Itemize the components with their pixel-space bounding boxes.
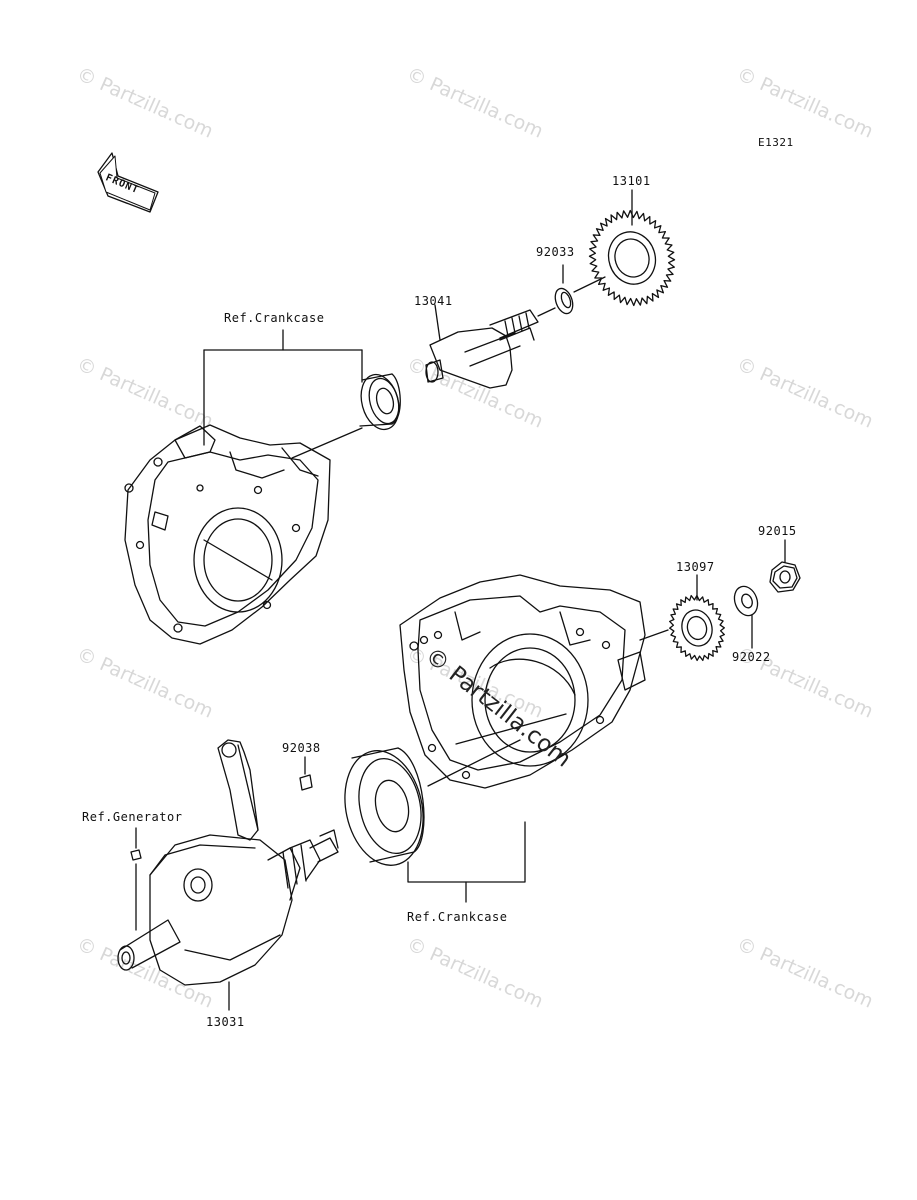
gear-hub: [686, 615, 708, 641]
crankcase-left-half: [124, 424, 331, 645]
nut-92015: [769, 539, 801, 593]
washer-92022: [733, 585, 759, 649]
part-label-13101[interactable]: 13101: [612, 174, 651, 188]
front-arrow-icon: [97, 152, 159, 213]
key-92038: [299, 756, 313, 791]
ref-crankcase-bracket-top: [203, 329, 363, 446]
bearing-upper: [291, 373, 401, 459]
part-label-92022[interactable]: 92022: [732, 650, 771, 664]
gear-13097: [669, 594, 725, 662]
crankshaft: [117, 739, 339, 1011]
ref-generator-label[interactable]: Ref.Generator: [82, 810, 183, 824]
gear-teeth: [588, 209, 676, 307]
gear-13101: [588, 209, 676, 307]
gear-hub: [681, 609, 713, 647]
part-label-13041[interactable]: 13041: [414, 294, 453, 308]
key-generator: [130, 827, 142, 931]
crankcase-right-half: [399, 574, 669, 789]
circlip: [554, 264, 606, 315]
gear-hub: [614, 238, 650, 278]
ref-crankcase-top-label[interactable]: Ref.Crankcase: [224, 311, 325, 325]
part-label-13031[interactable]: 13031: [206, 1015, 245, 1029]
part-label-92038[interactable]: 92038: [282, 741, 321, 755]
part-label-92033[interactable]: 92033: [536, 245, 575, 259]
bearing-lower: [344, 739, 521, 866]
ref-crankcase-bottom-label[interactable]: Ref.Crankcase: [407, 910, 508, 924]
gear-teeth: [669, 594, 725, 662]
part-label-92015[interactable]: 92015: [758, 524, 797, 538]
gear-hub: [607, 231, 657, 285]
part-label-13097[interactable]: 13097: [676, 560, 715, 574]
balancer-shaft: [425, 304, 556, 389]
ref-crankcase-bracket-bottom: [407, 821, 526, 903]
diagram-code: E1321: [758, 136, 794, 149]
